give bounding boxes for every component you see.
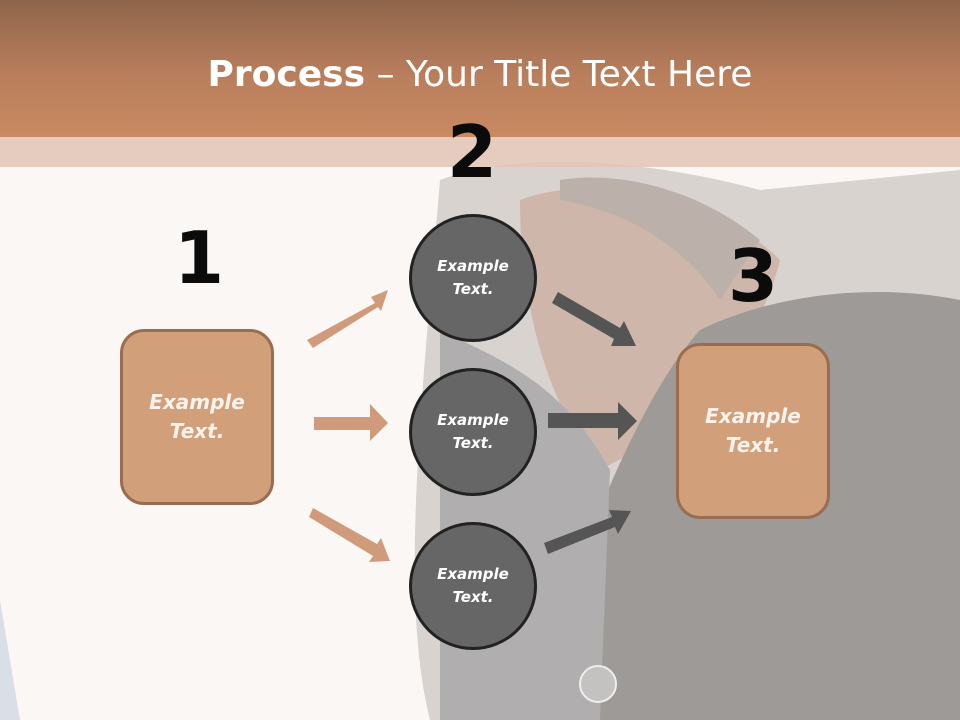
step-3-line-1: Example [705, 404, 801, 428]
middle-circle-center: Example Text. [409, 368, 537, 496]
step-number-1: 1 [173, 216, 225, 300]
step-1-line-1: Example [149, 390, 245, 414]
middle-top-line-2: Text. [452, 280, 494, 298]
title-bar [0, 0, 960, 137]
arrow-up-right-light [307, 290, 388, 348]
arrow-right-light [314, 404, 388, 441]
middle-circle-bottom: Example Text. [409, 522, 537, 650]
arrow-down-right-dark [552, 292, 636, 346]
step-number-2: 2 [446, 110, 498, 194]
slide-title: Process – Your Title Text Here [0, 52, 960, 98]
middle-center-line-1: Example [437, 411, 509, 429]
title-rest: – Your Title Text Here [365, 54, 753, 95]
title-strip [0, 137, 960, 167]
step-number-3: 3 [727, 234, 779, 318]
step-3-box: Example Text. [676, 343, 830, 519]
step-3-line-2: Text. [725, 433, 781, 457]
arrow-up-right-dark [544, 510, 631, 554]
arrow-right-dark [548, 402, 637, 440]
middle-center-line-2: Text. [452, 434, 494, 452]
arrow-down-right-light [309, 508, 390, 562]
middle-bottom-line-2: Text. [452, 588, 494, 606]
step-1-line-2: Text. [169, 419, 225, 443]
step-1-box: Example Text. [120, 329, 274, 505]
title-bold: Process [207, 54, 366, 95]
middle-top-line-1: Example [437, 257, 509, 275]
middle-circle-top: Example Text. [409, 214, 537, 342]
middle-bottom-line-1: Example [437, 565, 509, 583]
